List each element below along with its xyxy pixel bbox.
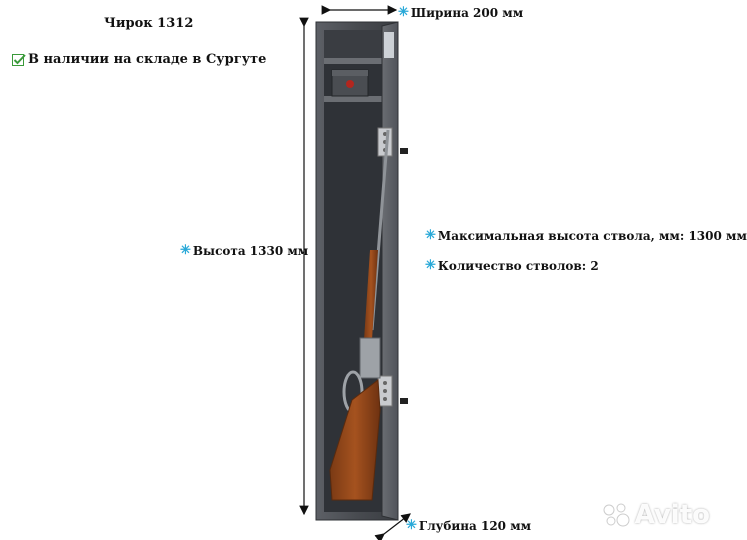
star-icon: ✳ [406, 518, 417, 533]
checkbox-checked-icon [12, 53, 26, 66]
spec-height-text: Высота 1330 мм [192, 243, 309, 258]
dimension-arrows [299, 5, 411, 540]
star-icon: ✳ [425, 258, 436, 273]
star-icon: ✳ [180, 243, 191, 258]
watermark-text: Avito [634, 500, 710, 530]
spec-max-barrel-text: Максимальная высота ствола, мм: 1300 мм [437, 228, 747, 243]
product-photo [299, 5, 411, 540]
star-icon: ✳ [398, 5, 409, 20]
spec-barrel-count: ✳ Количество стволов: 2 [425, 258, 599, 273]
spec-width: ✳ Ширина 200 мм [398, 5, 523, 20]
product-title: Чирок 1312 [104, 16, 194, 31]
stock-status-text: В наличии на складе в Сургуте [28, 52, 267, 67]
spec-depth-text: Глубина 120 мм [418, 518, 532, 533]
star-icon: ✳ [425, 228, 436, 243]
spec-height: ✳ Высота 1330 мм [180, 243, 308, 258]
rifle [329, 129, 390, 501]
spec-barrel-count-text: Количество стволов: 2 [437, 258, 599, 273]
avito-logo-icon [603, 503, 630, 527]
spec-width-text: Ширина 200 мм [410, 5, 524, 20]
spec-depth: ✳ Глубина 120 мм [406, 518, 531, 533]
avito-watermark: Avito [601, 500, 710, 530]
spec-max-barrel: ✳ Максимальная высота ствола, мм: 1300 м… [425, 228, 747, 243]
stock-status: В наличии на складе в Сургуте [12, 52, 266, 67]
